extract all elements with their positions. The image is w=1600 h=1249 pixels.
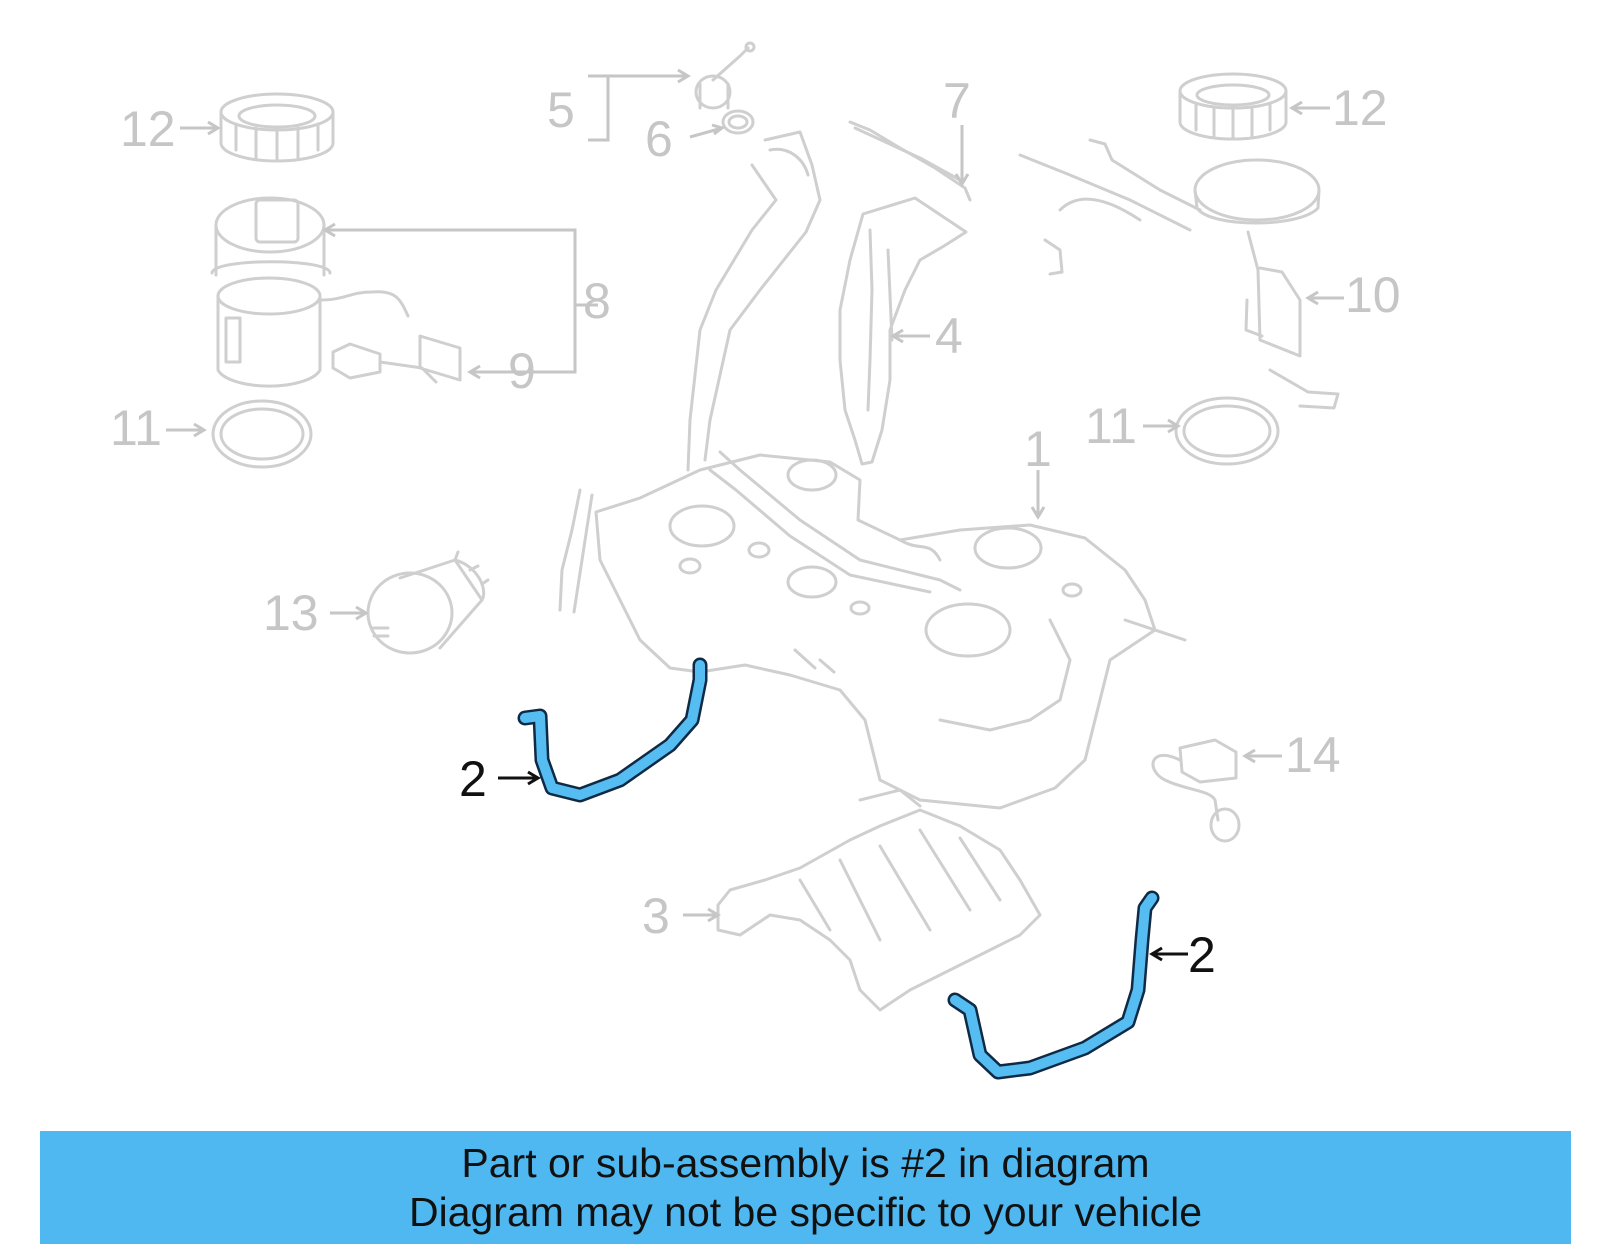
level-sender bbox=[331, 334, 462, 384]
fuel-pump-module bbox=[210, 196, 410, 388]
callout-8: 8 bbox=[583, 273, 611, 329]
callout-9: 9 bbox=[508, 343, 536, 399]
banner-line-disclaimer: Diagram may not be specific to your vehi… bbox=[408, 1188, 1202, 1235]
callout-12-right: 12 bbox=[1332, 80, 1388, 136]
callout-14: 14 bbox=[1285, 727, 1341, 783]
tank-strap-left[interactable] bbox=[517, 657, 708, 803]
locking-ring-left bbox=[219, 92, 335, 163]
pressure-sensor bbox=[1151, 738, 1241, 843]
fuel-tank bbox=[558, 450, 1187, 810]
info-banner: Part or sub-assembly is #2 in diagram Di… bbox=[40, 1131, 1571, 1244]
callout-7: 7 bbox=[943, 73, 971, 129]
fuel-filter bbox=[366, 550, 490, 655]
callout-13: 13 bbox=[263, 585, 319, 641]
callout-labels: 12 5 6 7 8 9 11 4 1 12 10 11 13 14 3 2 2 bbox=[110, 73, 1401, 983]
callout-5: 5 bbox=[547, 82, 575, 138]
callout-6: 6 bbox=[645, 111, 673, 167]
callout-3: 3 bbox=[642, 888, 670, 944]
locking-ring-right bbox=[1178, 72, 1288, 141]
seal-ring-left bbox=[211, 399, 313, 469]
leader-lines bbox=[166, 68, 1344, 962]
heat-shield bbox=[838, 196, 968, 466]
filler-cap bbox=[694, 41, 756, 110]
filler-neck bbox=[686, 130, 822, 472]
callout-12-left: 12 bbox=[120, 101, 176, 157]
callout-11-left: 11 bbox=[110, 400, 162, 456]
callout-10: 10 bbox=[1345, 267, 1401, 323]
cap-seal bbox=[721, 109, 755, 135]
tank-strap-right[interactable] bbox=[947, 890, 1160, 1080]
callout-11-right: 11 bbox=[1085, 398, 1137, 454]
vent-line bbox=[848, 120, 972, 202]
seal-ring-right bbox=[1174, 396, 1280, 466]
callout-4: 4 bbox=[935, 308, 963, 364]
skid-plate bbox=[716, 788, 1042, 1012]
callout-2-right: 2 bbox=[1188, 927, 1216, 983]
fuel-sender-unit bbox=[1018, 138, 1340, 410]
banner-line-part: Part or sub-assembly is #2 in diagram bbox=[461, 1139, 1150, 1186]
callout-1: 1 bbox=[1024, 421, 1052, 477]
callout-2-left: 2 bbox=[459, 751, 487, 807]
